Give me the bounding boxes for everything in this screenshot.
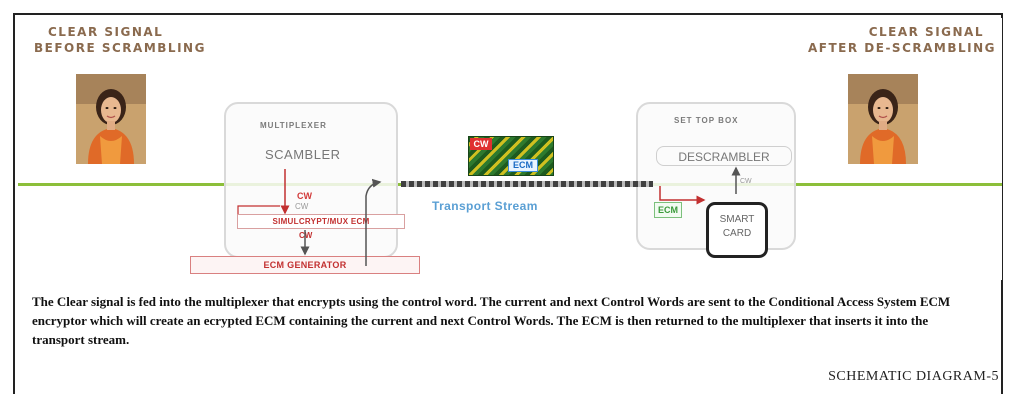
header-before-scrambling: CLEAR SIGNAL BEFORE SCRAMBLING xyxy=(34,24,206,56)
diagram-number-label: SCHEMATIC DIAGRAM-5 xyxy=(828,369,999,384)
header-after-descrambling: CLEAR SIGNAL AFTER DE-SCRAMBLING xyxy=(808,24,996,56)
set-top-box-title: SET TOP BOX xyxy=(674,116,739,125)
packet-cw-block: CW xyxy=(470,138,492,150)
multiplexer-title: MULTIPLEXER xyxy=(260,121,327,130)
arrow-ecm-to-stream xyxy=(365,178,382,266)
smart-card-line2: CARD xyxy=(722,228,752,239)
cw-label-top: CW xyxy=(297,191,312,201)
header-left-line1: CLEAR SIGNAL xyxy=(48,25,164,39)
ecm-generator-box: ECM GENERATOR xyxy=(190,256,420,274)
header-left-line2: BEFORE SCRAMBLING xyxy=(34,41,206,55)
multiplexer-box xyxy=(224,102,398,258)
woman-photo-icon xyxy=(848,74,918,164)
header-right-line2: AFTER DE-SCRAMBLING xyxy=(808,41,996,55)
connector-arrows xyxy=(237,166,741,266)
ecm-tag-stb: ECM xyxy=(654,202,682,218)
header-right-line1: CLEAR SIGNAL xyxy=(868,25,984,39)
woman-photo-icon xyxy=(76,74,146,164)
diagram-caption: The Clear signal is fed into the multipl… xyxy=(32,294,951,347)
ecm-encryptor-box: SIMULCRYPT/MUX ECM xyxy=(237,214,405,229)
transport-stream-label: Transport Stream xyxy=(432,199,538,213)
smart-card: SMART CARD xyxy=(706,202,768,258)
arrow-ecm-to-card xyxy=(659,186,706,205)
descrambler-box: DESCRAMBLER xyxy=(656,146,792,166)
stb-arrows xyxy=(659,166,741,205)
packet-ecm-block: ECM xyxy=(508,159,538,172)
figure-frame xyxy=(13,13,1003,394)
schematic-figure: CLEAR SIGNAL BEFORE SCRAMBLING CLEAR SIG… xyxy=(18,18,1002,280)
cw-label-next: CW xyxy=(295,202,309,211)
cw-label-stb: CW xyxy=(740,178,752,185)
smart-card-line1: SMART xyxy=(719,214,755,225)
transport-stream-line xyxy=(401,181,653,187)
mux-arrows xyxy=(237,169,382,266)
cw-link-left xyxy=(237,205,280,214)
scrambler-label: SCAMBLER xyxy=(265,147,341,162)
